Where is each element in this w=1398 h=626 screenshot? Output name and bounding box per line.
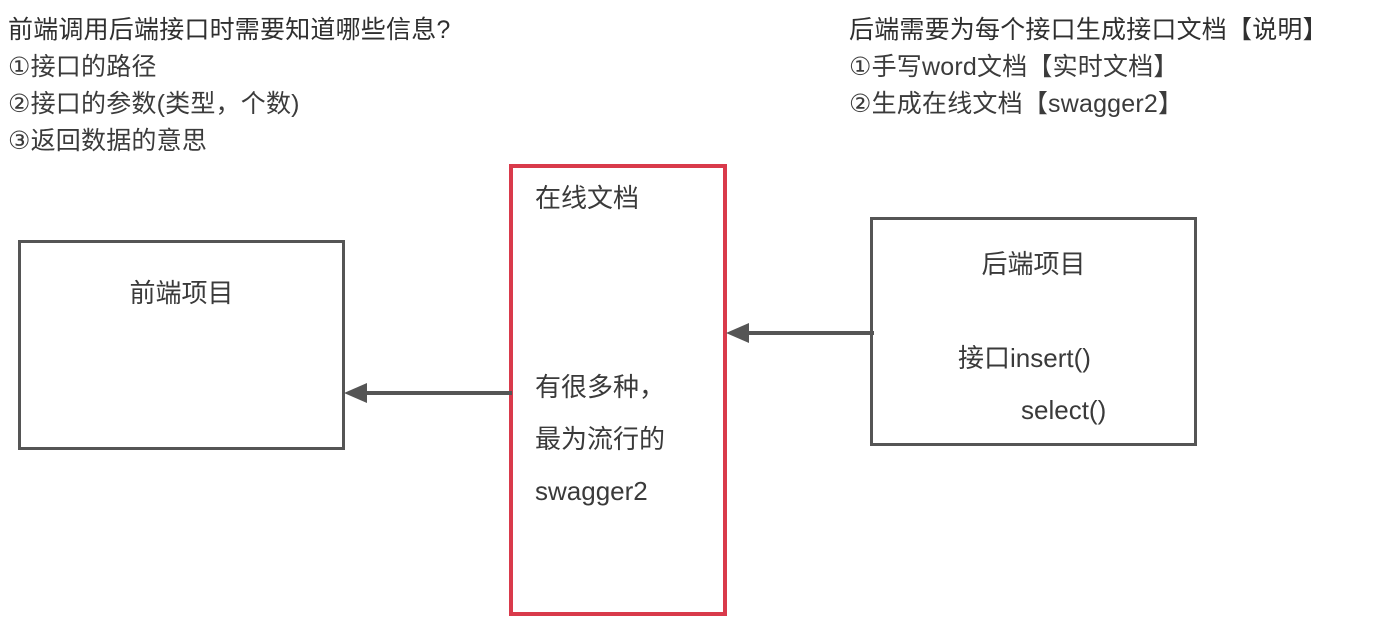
arrow-online-doc-to-frontend-icon [344,383,512,403]
right-note-block: 后端需要为每个接口生成接口文档【说明】 ①手写word文档【实时文档】 ②生成在… [849,12,1328,123]
left-note-title: 前端调用后端接口时需要知道哪些信息? [8,16,451,44]
online-doc-line-3: swagger2 [535,476,648,506]
online-doc-line-2: 最为流行的 [535,424,666,454]
backend-project-label: 后端项目 [981,249,1086,279]
arrow-backend-to-online-doc-icon [726,323,874,343]
right-note-title: 后端需要为每个接口生成接口文档【说明】 [849,16,1328,44]
frontend-project-label: 前端项目 [129,278,234,308]
backend-api-insert: 接口insert() [958,343,1091,373]
right-note-item-2: ②生成在线文档【swagger2】 [849,90,1184,118]
online-doc-box: 在线文档 有很多种， 最为流行的 swagger2 [509,164,727,616]
frontend-project-box: 前端项目 [18,240,345,450]
left-note-item-3: ③返回数据的意思 [8,127,208,155]
left-note-item-1: ①接口的路径 [8,53,157,81]
backend-api-select: select() [1021,395,1107,425]
online-doc-title: 在线文档 [535,183,640,213]
left-note-item-2: ②接口的参数(类型，个数) [8,90,300,118]
left-note-block: 前端调用后端接口时需要知道哪些信息? ①接口的路径 ②接口的参数(类型，个数) … [8,12,451,160]
right-note-item-1: ①手写word文档【实时文档】 [849,53,1179,81]
backend-project-box: 后端项目 接口insert() select() [870,217,1197,446]
online-doc-line-1: 有很多种， [535,372,666,402]
